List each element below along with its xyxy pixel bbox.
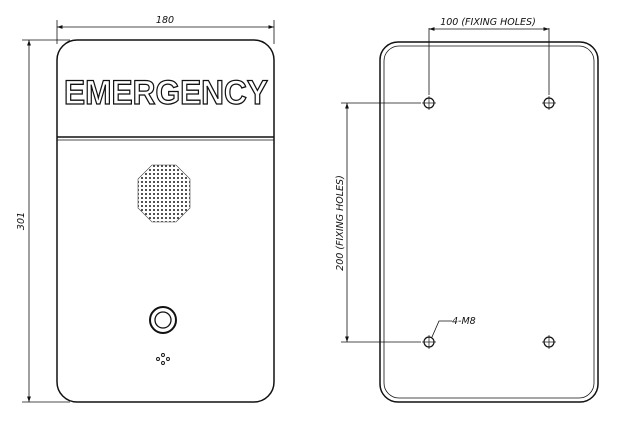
height-dimension-label: 301 [16, 212, 27, 230]
fixing-hole-icon [422, 96, 436, 110]
front-view: 180 301 EMERGENCY [16, 15, 275, 403]
vertical-holes-label: 200 (FIXING HOLES) [335, 175, 346, 271]
fixing-hole-icon [542, 335, 556, 349]
hole-callout: 4-M8 [431, 316, 476, 338]
rear-body-outline [379, 41, 599, 403]
emergency-sign-text: EMERGENCY [64, 74, 268, 112]
microphone-icon [156, 353, 170, 365]
hole-callout-label: 4-M8 [452, 316, 476, 327]
horizontal-holes-label: 100 (FIXING HOLES) [440, 17, 536, 28]
speaker-grille-icon [137, 164, 191, 223]
horizontal-holes-dimension: 100 (FIXING HOLES) [428, 17, 550, 95]
width-dimension-label: 180 [156, 15, 174, 26]
fixing-hole-icon [542, 96, 556, 110]
fixing-hole-icon [422, 335, 436, 349]
front-body-outline [56, 39, 275, 403]
height-dimension: 301 [16, 39, 70, 403]
rear-view: 100 (FIXING HOLES) 200 (FIXING HOLES) [335, 17, 599, 403]
call-button-icon [149, 306, 177, 334]
vertical-holes-dimension: 200 (FIXING HOLES) [335, 102, 421, 343]
